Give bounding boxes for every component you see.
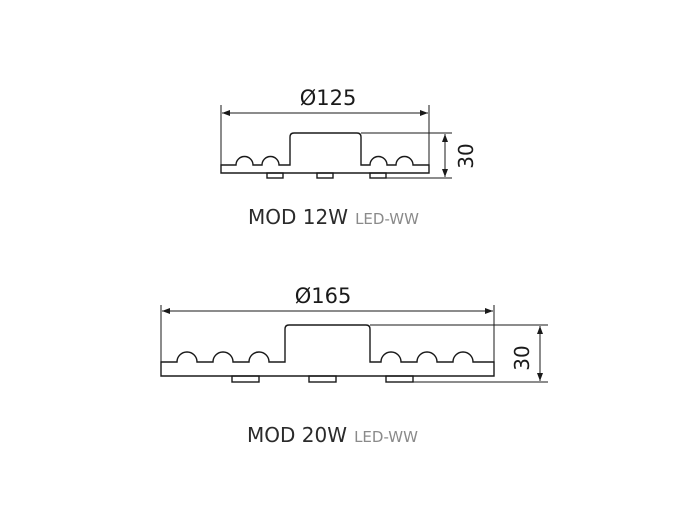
- led-pad: [231, 375, 260, 383]
- module-20w-caption: MOD 20W LED-WW: [247, 423, 418, 447]
- model-name: MOD 12W: [248, 205, 348, 229]
- model-variant: LED-WW: [355, 210, 419, 228]
- led-pad: [385, 375, 414, 383]
- diameter-label: Ø165: [295, 284, 352, 308]
- led-pad: [308, 375, 337, 383]
- led-pad: [266, 172, 284, 179]
- module-12w-caption: MOD 12W LED-WW: [248, 205, 419, 229]
- module-20w-drawing: Ø165 30: [160, 284, 548, 383]
- module-profile: [220, 132, 430, 174]
- diameter-label: Ø125: [300, 86, 357, 110]
- model-name: MOD 20W: [247, 423, 347, 447]
- model-variant: LED-WW: [354, 428, 418, 446]
- height-label: 30: [454, 143, 478, 168]
- led-pad: [369, 172, 387, 179]
- led-pad: [316, 172, 334, 179]
- module-12w-drawing: Ø125 30: [220, 86, 478, 179]
- height-label: 30: [510, 345, 534, 370]
- module-profile: [160, 324, 495, 377]
